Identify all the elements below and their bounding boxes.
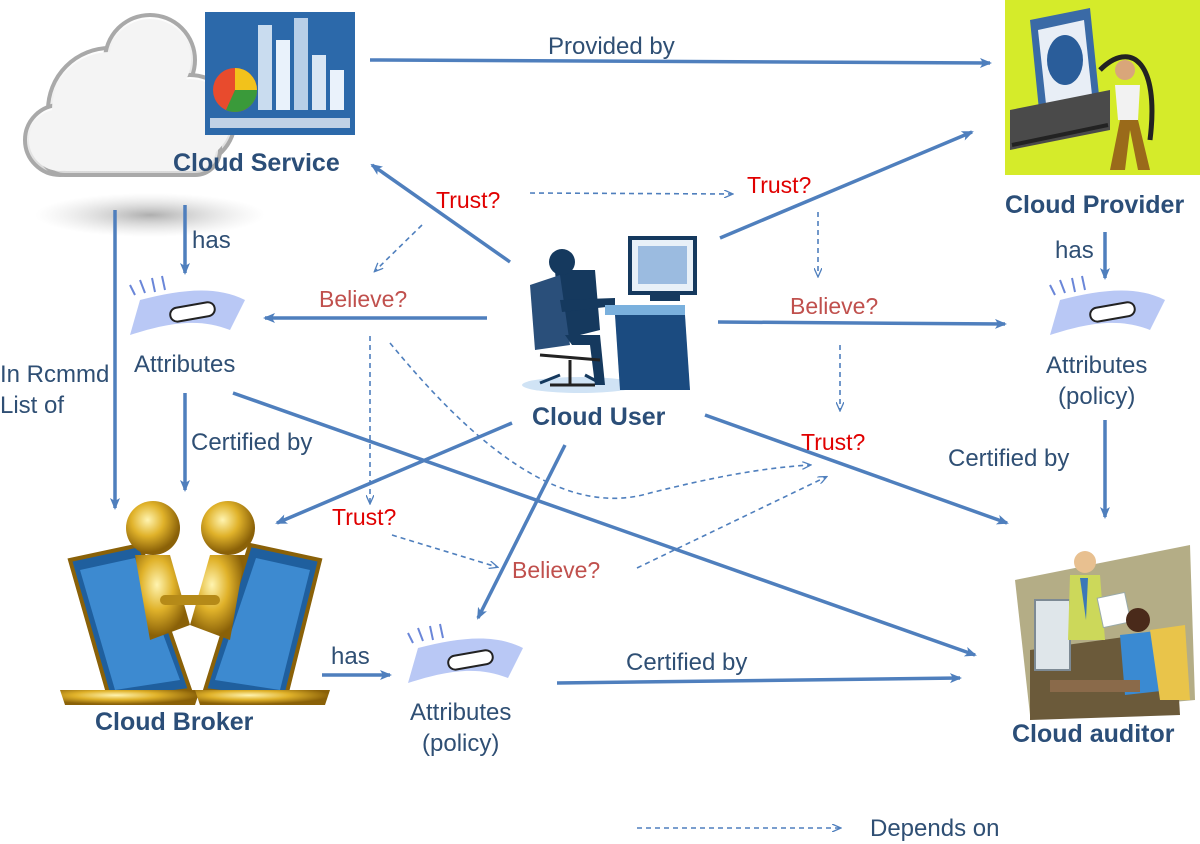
arrow-user-believe-broker [476,444,567,620]
dep-trust-to-believe-service [375,224,423,271]
broker-attributes-scroll-icon [407,623,523,683]
cloud-service-cloud-icon [23,13,265,237]
cloud-service-label: Cloud Service [173,149,340,177]
believe-service-label: Believe? [319,286,408,312]
attributes-scroll-icon [129,275,245,335]
edge-label-broker-has: has [331,643,370,670]
cloud-user-label: Cloud User [532,403,666,431]
dep-believe-service-to-trust-auditor [389,342,810,499]
legend-depends-on-label: Depends on [870,815,1000,842]
cloud-auditor-label: Cloud auditor [1012,720,1175,748]
trust-broker-label: Trust? [332,504,397,530]
cloud-provider-label: Cloud Provider [1005,191,1185,219]
edge-label-provided-by: Provided by [548,33,675,60]
broker-attributes-label: Attributes(policy) [410,699,512,758]
edge-label-service-has: has [192,227,231,254]
dep-trust-service-to-provider [529,193,732,194]
cloud-user-icon [522,236,697,393]
dep-believe-broker-to-trust-auditor [636,477,826,569]
edge-label-broker-certified-by: Certified by [626,649,748,676]
trust-service-label: Trust? [436,187,501,213]
arrow-user-trust-broker [275,421,513,525]
arrow-attributes-to-auditor [232,391,977,657]
cloud-provider-icon [1005,0,1200,175]
arrow-user-trust-provider [719,130,974,240]
service-attributes-label: Attributes [134,351,236,378]
believe-broker-label: Believe? [512,557,601,583]
arrow-provided-by [369,57,992,68]
believe-provider-label: Believe? [790,293,879,319]
arrow-user-trust-service [370,163,512,264]
provider-attributes-label: Attributes(policy) [1046,352,1148,411]
dep-trust-broker-to-believe-broker [391,534,497,567]
trust-auditor-label: Trust? [801,429,866,455]
cloud-service-chart-icon [205,12,355,135]
arrow-broker-certified [556,673,962,685]
arrow-user-trust-auditor [704,413,1009,525]
cloud-broker-icon [60,501,330,705]
provider-attributes-scroll-icon [1049,275,1165,335]
edge-label-provider-has: has [1055,237,1094,264]
cloud-auditor-icon [1015,545,1195,720]
edge-label-service-certified-by: Certified by [191,429,313,456]
cloud-broker-label: Cloud Broker [95,708,254,736]
edge-label-provider-certified-by: Certified by [948,445,1070,472]
arrow-user-believe-provider [717,318,1007,329]
trust-provider-label: Trust? [747,172,812,198]
